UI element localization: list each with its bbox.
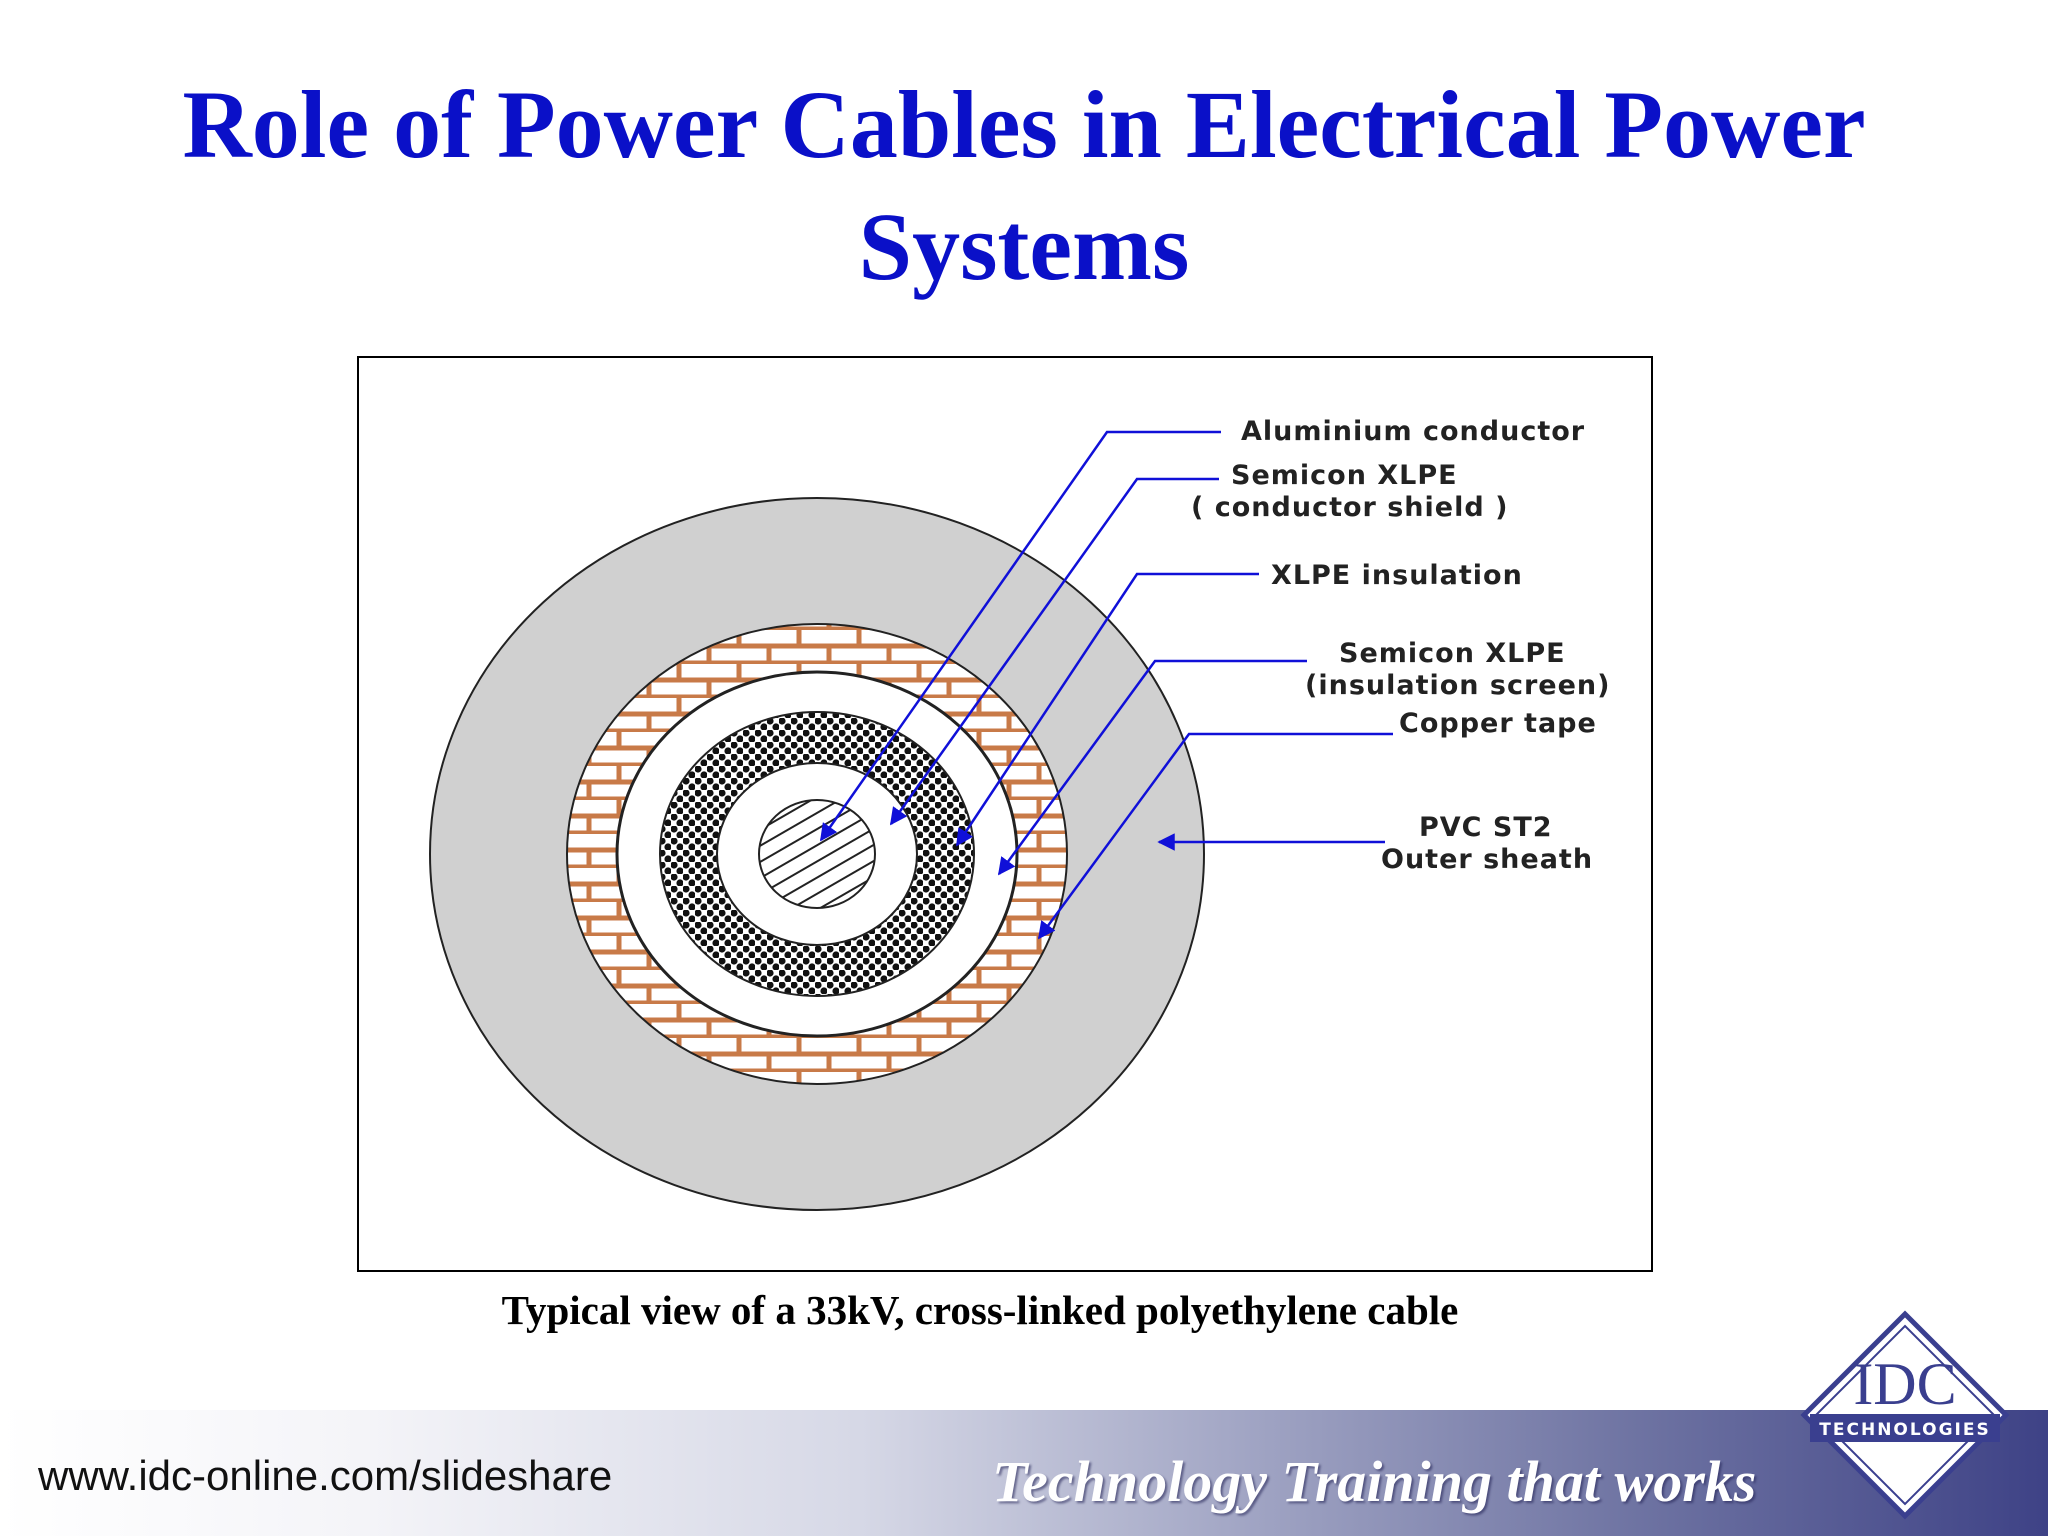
footer-tagline: Technology Training that works xyxy=(992,1449,1757,1514)
arrow-semicon-conductor-shield xyxy=(889,477,1219,826)
footer-band xyxy=(0,1410,2048,1536)
label-aluminium-conductor: Aluminium conductor xyxy=(1241,416,1585,447)
cable-cross-section-diagram: Aluminium conductor Semicon XLPE ( condu… xyxy=(357,356,1653,1272)
logo-subtext: TECHNOLOGIES xyxy=(1819,1420,1990,1440)
label-semicon-conductor-1: Semicon XLPE xyxy=(1231,460,1458,491)
cable-diagram-svg: Aluminium conductor Semicon XLPE ( condu… xyxy=(429,416,1611,1211)
slide-title: Role of Power Cables in Electrical Power… xyxy=(0,64,2048,308)
label-pvc-2: Outer sheath xyxy=(1381,844,1593,875)
arrow-aluminium-conductor xyxy=(819,430,1221,842)
label-semicon-screen-1: Semicon XLPE xyxy=(1339,638,1566,669)
label-pvc-1: PVC ST2 xyxy=(1419,812,1553,843)
arrow-copper-tape xyxy=(1037,732,1393,940)
arrow-semicon-insulation-screen xyxy=(997,659,1307,876)
idc-technologies-logo: IDC TECHNOLOGIES xyxy=(1800,1310,2010,1520)
footer-url[interactable]: www.idc-online.com/slideshare xyxy=(38,1452,613,1499)
label-semicon-screen-2: (insulation screen) xyxy=(1305,670,1611,701)
title-line-2: Systems xyxy=(858,193,1190,300)
label-semicon-conductor-2: ( conductor shield ) xyxy=(1191,492,1508,523)
label-copper-tape: Copper tape xyxy=(1399,708,1597,739)
arrow-xlpe-insulation xyxy=(955,572,1259,847)
aluminium-conductor xyxy=(758,799,876,909)
figure-caption: Typical view of a 33kV, cross-linked pol… xyxy=(501,1287,1459,1333)
logo-text: IDC xyxy=(1853,1351,1956,1417)
label-xlpe-insulation: XLPE insulation xyxy=(1271,560,1523,591)
title-line-1: Role of Power Cables in Electrical Power xyxy=(182,71,1866,178)
